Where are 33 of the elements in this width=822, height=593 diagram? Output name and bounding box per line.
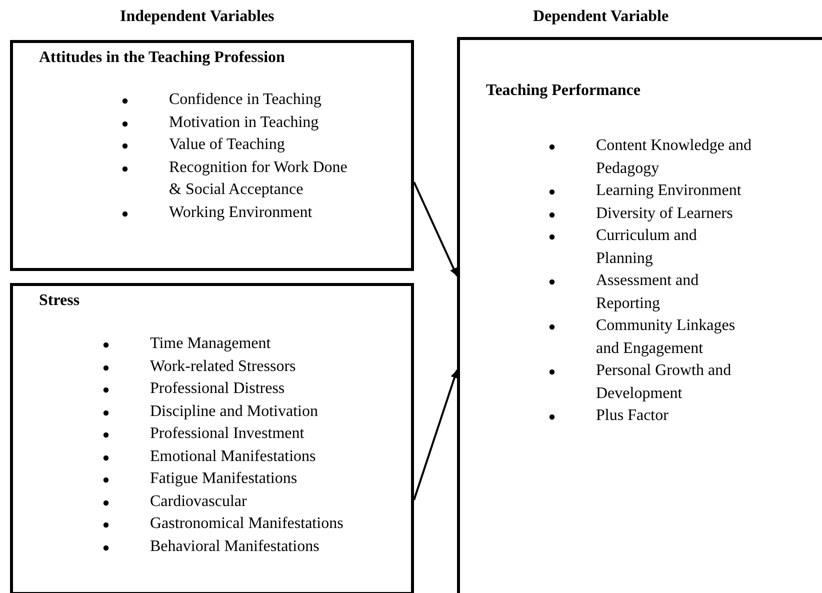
list-item: Working Environment: [169, 204, 312, 220]
list-item: Motivation in Teaching: [169, 114, 319, 130]
arrow: [413, 182, 458, 276]
list-item: Plus Factor: [596, 407, 668, 424]
list-item: Work-related Stressors: [150, 358, 296, 374]
list-item: Content Knowledge and Pedagogy: [596, 137, 752, 176]
list-item: Recognition for Work Done & Social Acceptance: [169, 158, 348, 198]
column-heading: Dependent Variable: [533, 8, 669, 26]
list-item: Personal Growth and Development: [596, 362, 732, 402]
variable-box: [10, 40, 414, 271]
box-heading: Attitudes in the Teaching Profession: [39, 49, 285, 67]
list-item: Diversity of Learners: [596, 204, 733, 222]
list-item: Assessment and Reporting: [596, 272, 699, 312]
list-item: Professional Investment: [150, 425, 304, 442]
variable-box: [10, 283, 414, 593]
list-item: Confidence in Teaching: [169, 91, 322, 108]
arrow: [413, 370, 458, 500]
variable-box: [457, 37, 822, 593]
list-item: Time Management: [150, 335, 271, 352]
list-item: Learning Environment: [596, 182, 742, 199]
column-heading: Independent Variables: [120, 8, 274, 26]
box-heading: Teaching Performance: [486, 82, 640, 100]
list-item: Fatigue Manifestations: [150, 470, 298, 487]
list-item: Discipline and Motivation: [150, 402, 318, 420]
list-item: Gastronomical Manifestations: [150, 515, 344, 532]
list-item: Professional Distress: [150, 380, 285, 397]
list-item: Value of Teaching: [169, 136, 285, 153]
list-item: Cardiovascular: [150, 492, 247, 510]
list-item: Community Linkages and Engagement: [596, 317, 736, 356]
list-item: Behavioral Manifestations: [150, 538, 320, 554]
list-item: Curriculum and Planning: [596, 227, 697, 266]
box-heading: Stress: [39, 292, 80, 310]
list-item: Emotional Manifestations: [150, 448, 316, 464]
